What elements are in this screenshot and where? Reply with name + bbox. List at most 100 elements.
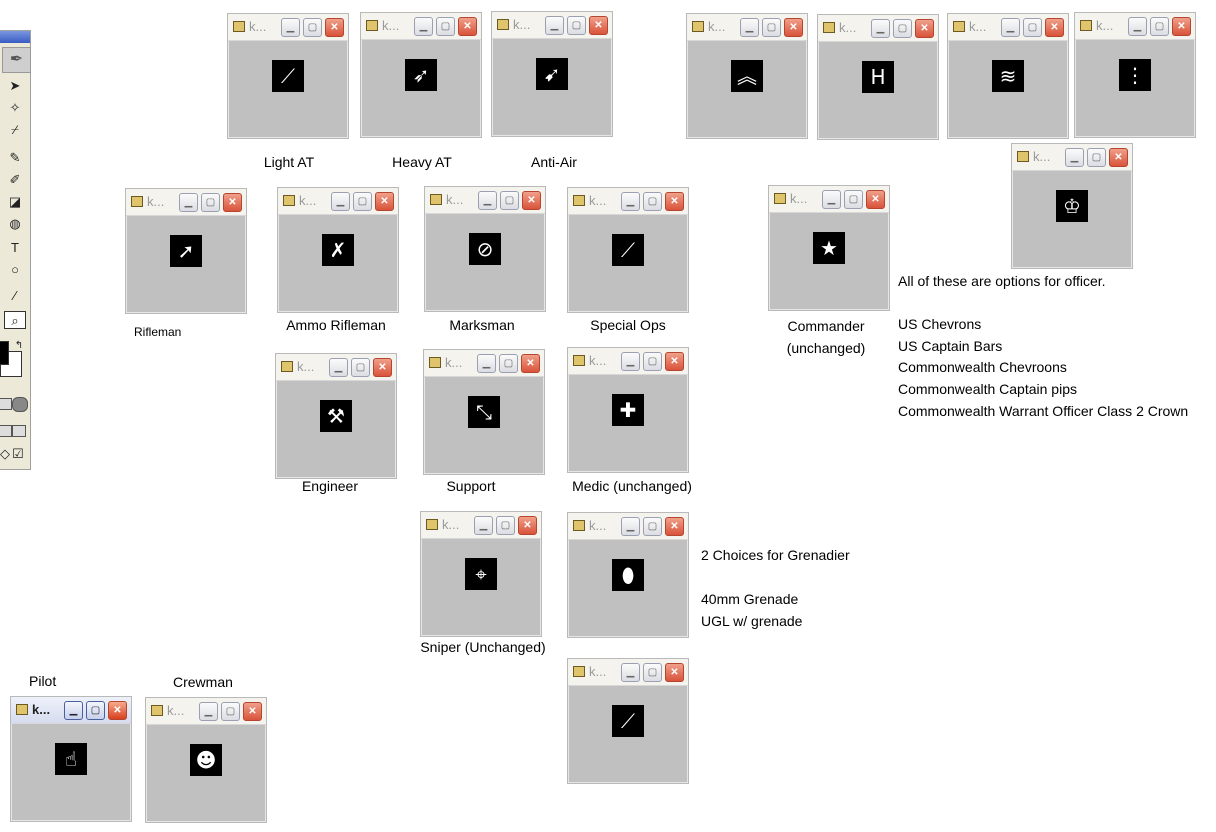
close-button[interactable]: ✕ bbox=[784, 18, 803, 37]
title-bar[interactable]: k...▁▢✕ bbox=[818, 15, 938, 42]
close-button[interactable]: ✕ bbox=[375, 192, 394, 211]
window-us-captain-bars[interactable]: k...▁▢✕ H bbox=[817, 14, 939, 140]
title-bar[interactable]: k...▁▢✕ bbox=[492, 12, 612, 39]
close-button[interactable]: ✕ bbox=[458, 17, 477, 36]
window-ammo-rifleman[interactable]: k...▁▢✕ ✗ bbox=[277, 187, 399, 313]
minimize-button[interactable]: ▁ bbox=[621, 352, 640, 371]
title-bar[interactable]: k...▁▢✕ bbox=[146, 698, 266, 725]
close-button[interactable]: ✕ bbox=[325, 18, 344, 37]
maximize-button[interactable]: ▢ bbox=[221, 702, 240, 721]
maximize-button[interactable]: ▢ bbox=[893, 19, 912, 38]
maximize-button[interactable]: ▢ bbox=[201, 193, 220, 212]
zoom-tool-icon[interactable]: ⌕ bbox=[4, 311, 26, 329]
maximize-button[interactable]: ▢ bbox=[643, 192, 662, 211]
maximize-button[interactable]: ▢ bbox=[1023, 18, 1042, 37]
minimize-button[interactable]: ▁ bbox=[281, 18, 300, 37]
close-button[interactable]: ✕ bbox=[1045, 18, 1064, 37]
title-bar[interactable]: k...▁▢✕ bbox=[568, 188, 688, 215]
window-support[interactable]: k...▁▢✕ ⤡ bbox=[423, 349, 545, 475]
close-button[interactable]: ✕ bbox=[522, 191, 541, 210]
maximize-button[interactable]: ▢ bbox=[844, 190, 863, 209]
close-button[interactable]: ✕ bbox=[589, 16, 608, 35]
maximize-button[interactable]: ▢ bbox=[1150, 17, 1169, 36]
close-button[interactable]: ✕ bbox=[665, 663, 684, 682]
window-medic[interactable]: k...▁▢✕ ✚ bbox=[567, 347, 689, 473]
maximize-button[interactable]: ▢ bbox=[643, 663, 662, 682]
minimize-button[interactable]: ▁ bbox=[871, 19, 890, 38]
maximize-button[interactable]: ▢ bbox=[1087, 148, 1106, 167]
title-bar[interactable]: k...▁▢✕ bbox=[1012, 144, 1132, 171]
maximize-button[interactable]: ▢ bbox=[762, 18, 781, 37]
maximize-button[interactable]: ▢ bbox=[86, 701, 105, 720]
minimize-button[interactable]: ▁ bbox=[478, 191, 497, 210]
close-button[interactable]: ✕ bbox=[521, 354, 540, 373]
minimize-button[interactable]: ▁ bbox=[331, 192, 350, 211]
imageready-icon[interactable]: ☑ bbox=[12, 446, 24, 461]
swap-colors-icon[interactable]: ↰ bbox=[14, 340, 24, 351]
minimize-button[interactable]: ▁ bbox=[621, 517, 640, 536]
window-cw-chevrons[interactable]: k...▁▢✕ ≋ bbox=[947, 13, 1069, 139]
window-commander[interactable]: k...▁▢✕ ★ bbox=[768, 185, 890, 311]
minimize-button[interactable]: ▁ bbox=[329, 358, 348, 377]
title-bar[interactable]: k...▁▢✕ bbox=[568, 348, 688, 375]
title-bar[interactable]: k...▁▢✕ bbox=[421, 512, 541, 539]
jump-to-icon[interactable]: ◇ bbox=[0, 446, 10, 461]
minimize-button[interactable]: ▁ bbox=[477, 354, 496, 373]
screen-mode-icon[interactable] bbox=[0, 425, 12, 437]
text-tool-icon[interactable]: T bbox=[11, 240, 19, 255]
maximize-button[interactable]: ▢ bbox=[500, 191, 519, 210]
title-bar[interactable]: k...▁▢✕ bbox=[228, 14, 348, 41]
close-button[interactable]: ✕ bbox=[243, 702, 262, 721]
title-bar[interactable]: k...▁▢✕ bbox=[276, 354, 396, 381]
window-crewman[interactable]: k...▁▢✕ ☻ bbox=[145, 697, 267, 823]
minimize-button[interactable]: ▁ bbox=[474, 516, 493, 535]
brush-tool-icon[interactable]: ✎ bbox=[9, 150, 21, 165]
window-light-at[interactable]: k...▁▢✕ ⟋ bbox=[227, 13, 349, 139]
close-button[interactable]: ✕ bbox=[518, 516, 537, 535]
window-sniper[interactable]: k...▁▢✕ ⌖ bbox=[420, 511, 542, 637]
tool-palette-title-bar[interactable] bbox=[0, 31, 30, 43]
title-bar[interactable]: k...▁▢✕ bbox=[568, 659, 688, 686]
move-tool-icon[interactable]: ➤ bbox=[9, 78, 21, 93]
maximize-button[interactable]: ▢ bbox=[351, 358, 370, 377]
minimize-button[interactable]: ▁ bbox=[64, 701, 83, 720]
minimize-button[interactable]: ▁ bbox=[1128, 17, 1147, 36]
feather-icon[interactable]: ✒ bbox=[2, 47, 31, 73]
crop-tool-icon[interactable]: ⌿ bbox=[11, 122, 19, 137]
smudge-tool-icon[interactable]: ◍ bbox=[9, 216, 21, 231]
window-cw-crown[interactable]: k...▁▢✕ ♔ bbox=[1011, 143, 1133, 269]
gradient-tool-icon[interactable]: ◪ bbox=[8, 194, 22, 209]
eyedropper-icon[interactable]: ⁄ bbox=[13, 288, 17, 303]
minimize-button[interactable]: ▁ bbox=[414, 17, 433, 36]
maximize-button[interactable]: ▢ bbox=[643, 352, 662, 371]
minimize-button[interactable]: ▁ bbox=[1001, 18, 1020, 37]
close-button[interactable]: ✕ bbox=[866, 190, 885, 209]
minimize-button[interactable]: ▁ bbox=[740, 18, 759, 37]
window-anti-air[interactable]: k...▁▢✕ ➹ bbox=[491, 11, 613, 137]
close-button[interactable]: ✕ bbox=[1109, 148, 1128, 167]
title-bar[interactable]: k...▁▢✕ bbox=[1075, 13, 1195, 40]
window-heavy-at[interactable]: k...▁▢✕ ➶ bbox=[360, 12, 482, 138]
ellipse-tool-icon[interactable]: ○ bbox=[11, 262, 19, 277]
window-special-ops[interactable]: k...▁▢✕ ⟋ bbox=[567, 187, 689, 313]
minimize-button[interactable]: ▁ bbox=[1065, 148, 1084, 167]
title-bar[interactable]: k...▁▢✕ bbox=[126, 189, 246, 216]
window-pilot[interactable]: k...▁▢✕ ☝ bbox=[10, 696, 132, 822]
maximize-button[interactable]: ▢ bbox=[499, 354, 518, 373]
title-bar[interactable]: k...▁▢✕ bbox=[278, 188, 398, 215]
window-marksman[interactable]: k...▁▢✕ ⊘ bbox=[424, 186, 546, 312]
minimize-button[interactable]: ▁ bbox=[822, 190, 841, 209]
minimize-button[interactable]: ▁ bbox=[621, 192, 640, 211]
title-bar[interactable]: k...▁▢✕ bbox=[361, 13, 481, 40]
title-bar[interactable]: k...▁▢✕ bbox=[11, 697, 131, 724]
maximize-button[interactable]: ▢ bbox=[436, 17, 455, 36]
close-button[interactable]: ✕ bbox=[665, 517, 684, 536]
window-cw-captain-pips[interactable]: k...▁▢✕ ⋮ bbox=[1074, 12, 1196, 138]
standard-mode-icon[interactable] bbox=[0, 398, 12, 410]
title-bar[interactable]: k...▁▢✕ bbox=[568, 513, 688, 540]
minimize-button[interactable]: ▁ bbox=[621, 663, 640, 682]
window-us-chevrons[interactable]: k...▁▢✕ ︽ bbox=[686, 13, 808, 139]
minimize-button[interactable]: ▁ bbox=[179, 193, 198, 212]
close-button[interactable]: ✕ bbox=[665, 352, 684, 371]
close-button[interactable]: ✕ bbox=[665, 192, 684, 211]
